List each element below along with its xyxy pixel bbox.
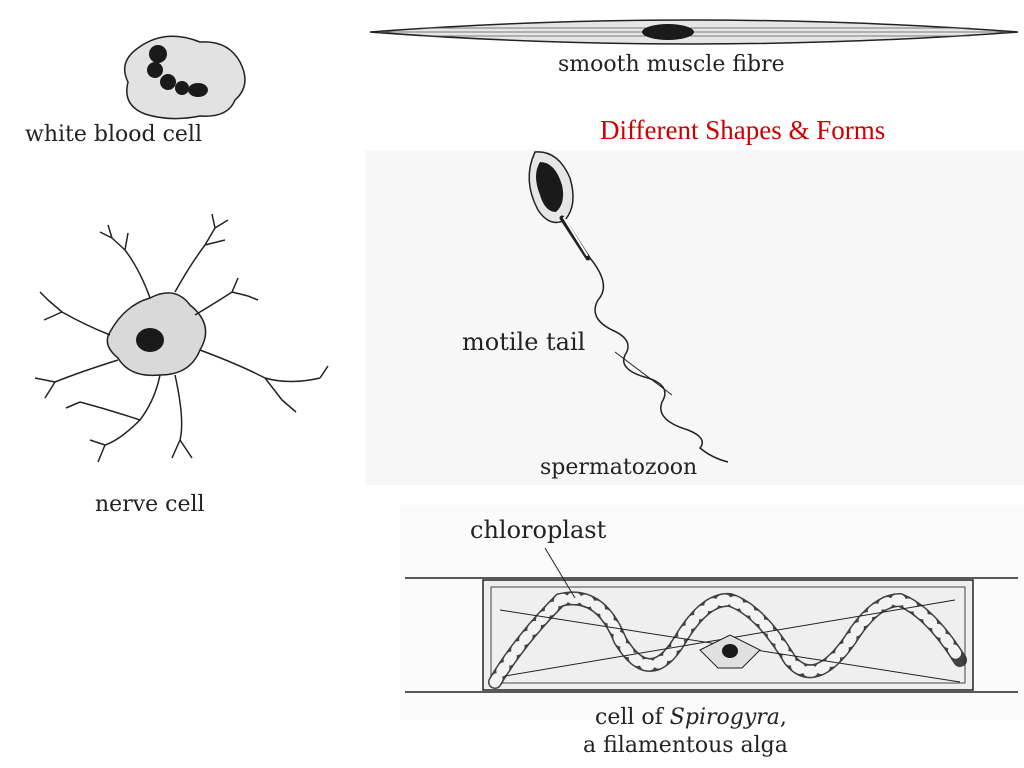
label-motile-tail: motile tail	[462, 328, 586, 356]
motile-tail-line	[589, 257, 729, 463]
smooth-muscle-fibre-drawing	[369, 19, 1019, 45]
label-spermatozoon: spermatozoon	[540, 455, 698, 480]
muscle-nucleus	[642, 24, 694, 40]
motile-tail-pointer	[614, 351, 673, 396]
label-spirogyra-line1: cell of Spirogyra,	[595, 705, 787, 730]
chloroplast-pointer	[544, 547, 576, 599]
nerve-nucleus	[136, 328, 164, 352]
spirogyra-drawing	[405, 547, 1018, 693]
label-chloroplast: chloroplast	[470, 516, 607, 544]
spirogyra-suffix: ,	[779, 705, 787, 730]
white-blood-cell-drawing	[123, 35, 246, 120]
label-smooth-muscle-fibre: smooth muscle fibre	[558, 52, 785, 77]
label-spirogyra-line2: a filamentous alga	[583, 733, 788, 758]
label-white-blood-cell: white blood cell	[25, 122, 202, 147]
slide-title: Different Shapes & Forms	[600, 115, 886, 145]
nerve-cell-drawing	[34, 213, 329, 463]
spirogyra-genus: Spirogyra	[669, 705, 780, 730]
label-nerve-cell: nerve cell	[95, 492, 205, 517]
spermatozoon-drawing	[528, 151, 729, 463]
background-panel-right	[365, 150, 1024, 485]
spirogyra-prefix: cell of	[595, 705, 670, 730]
